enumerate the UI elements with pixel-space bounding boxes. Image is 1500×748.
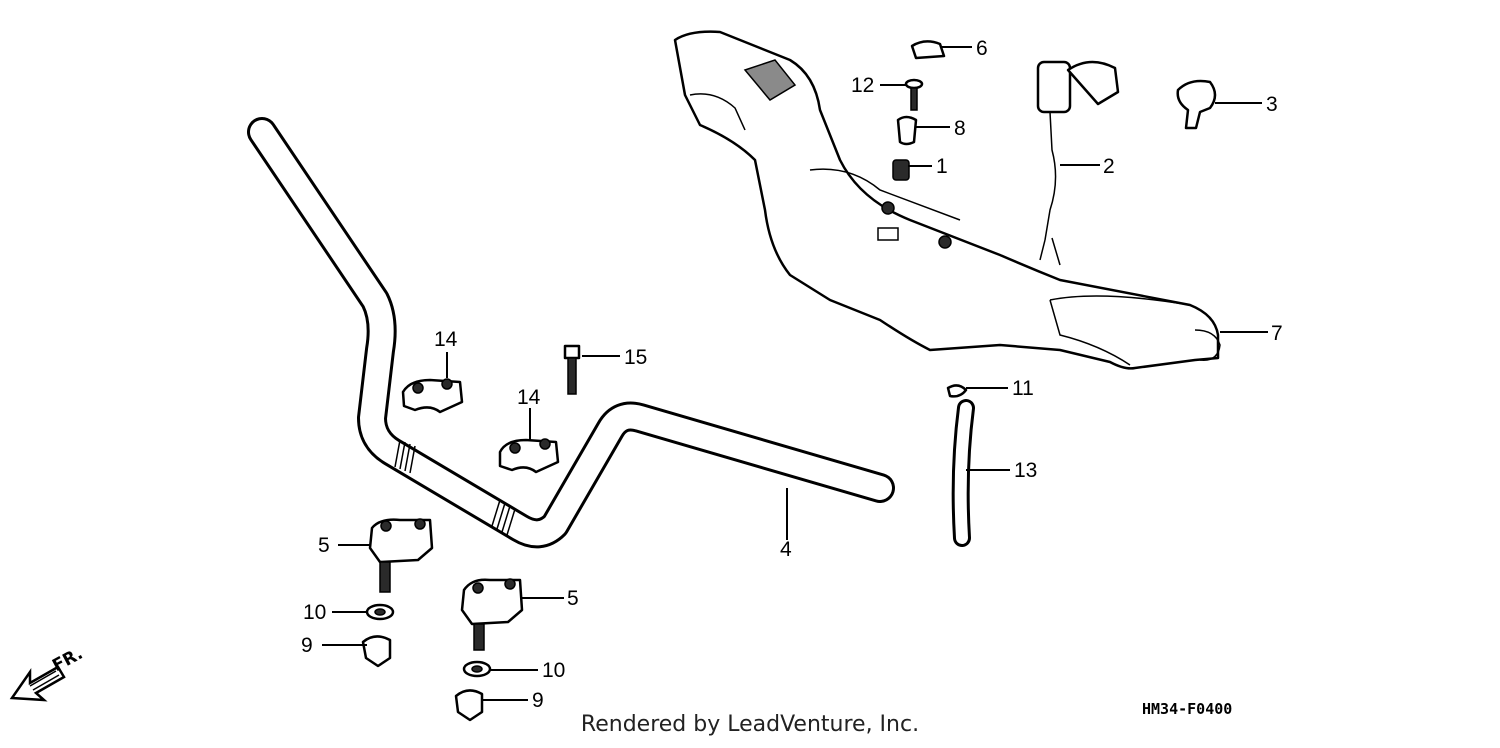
callout-7: 7	[1271, 322, 1283, 345]
bolt	[563, 344, 581, 395]
screw	[904, 78, 924, 111]
washer-left	[365, 603, 395, 621]
callout-14-left: 14	[434, 328, 458, 351]
front-direction-arrow-icon	[9, 665, 66, 702]
footer-credit: Rendered by LeadVenture, Inc.	[580, 712, 920, 737]
collar	[896, 115, 918, 146]
flange-nut-right	[454, 689, 484, 722]
upper-holder-left	[401, 378, 464, 414]
upper-holder-right	[498, 438, 560, 474]
callouts: 1 2 3 4 5 5 6 7 8 9 9 10 10 11 12 13 14 …	[301, 37, 1283, 712]
flange-nut-left	[361, 635, 392, 668]
callout-1: 1	[936, 155, 948, 178]
key	[1176, 79, 1217, 130]
washer-right	[462, 660, 492, 678]
lower-holder-left	[368, 518, 434, 593]
leader-lines	[322, 46, 1268, 701]
callout-4: 4	[780, 538, 792, 561]
callout-13: 13	[1014, 459, 1037, 482]
tube	[951, 399, 975, 547]
diagram-code: HM34-F0400	[1142, 700, 1233, 718]
callout-10-left: 10	[303, 601, 326, 624]
knurl-left	[394, 439, 416, 474]
callout-5-left: 5	[318, 534, 330, 557]
cap	[910, 40, 946, 60]
handlebar-cover	[673, 30, 1221, 370]
callout-8: 8	[954, 117, 966, 140]
callout-10-right: 10	[542, 659, 565, 682]
callout-14-right: 14	[517, 386, 541, 409]
clip	[946, 384, 968, 398]
callout-5-right: 5	[567, 587, 579, 610]
ignition-switch	[1036, 60, 1120, 266]
callout-12: 12	[851, 74, 874, 97]
callout-9-left: 9	[301, 634, 313, 657]
callout-11: 11	[1012, 377, 1034, 400]
callout-9-right: 9	[532, 689, 544, 712]
callout-6: 6	[976, 37, 988, 60]
callout-3: 3	[1266, 93, 1278, 116]
knurl-right	[491, 499, 516, 536]
lower-holder-right	[460, 578, 524, 651]
callout-2: 2	[1103, 155, 1115, 178]
callout-15: 15	[624, 346, 647, 369]
handlebar	[247, 117, 895, 549]
nut	[892, 159, 910, 181]
